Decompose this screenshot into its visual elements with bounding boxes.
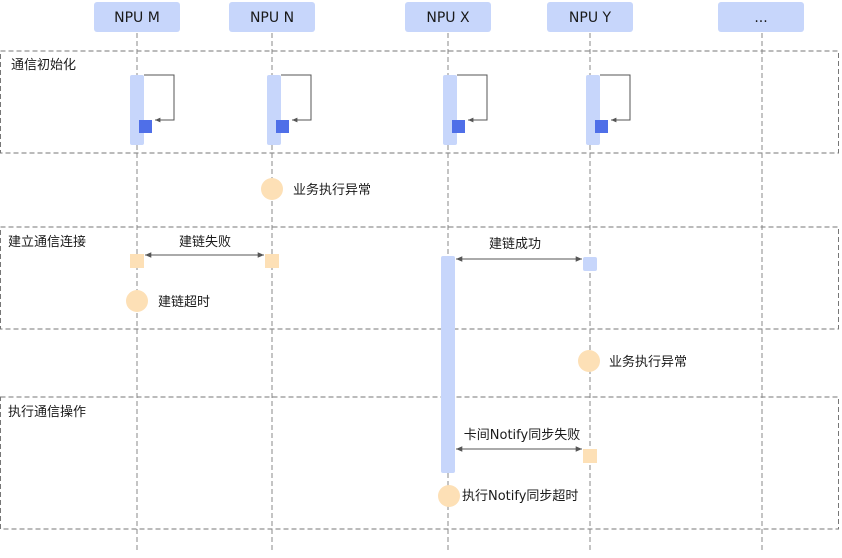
link-fail-square-m (130, 254, 144, 268)
link-success-label: 建链成功 (489, 237, 541, 252)
self-call-marker (139, 120, 152, 133)
link-fail-label: 建链失败 (179, 235, 231, 250)
link-success-square-y (583, 257, 597, 271)
link-timeout-label: 建链超时 (158, 295, 210, 310)
y-exception-label: 业务执行异常 (609, 354, 687, 370)
exception-event-icon (578, 350, 600, 372)
self-call-marker (452, 120, 465, 133)
participant-npu-x-label: NPU X (426, 10, 470, 26)
participant-npu-n: NPU N (229, 2, 315, 32)
participant-npu-y-label: NPU Y (569, 10, 612, 26)
participant-more-label: ... (754, 10, 767, 26)
section-title-connect: 建立通信连接 (8, 234, 86, 250)
section-frame-execute (0, 396, 839, 530)
notify-sync-fail-label: 卡间Notify同步失败 (464, 428, 580, 443)
section-title-init: 通信初始化 (11, 58, 76, 73)
npu-x-long-activation (441, 256, 455, 473)
notify-sync-timeout-label: 执行Notify同步超时 (462, 489, 578, 504)
section-frame-connect (0, 226, 839, 330)
participant-npu-n-label: NPU N (250, 10, 294, 26)
section-frame-init (0, 50, 839, 154)
link-fail-square-n (265, 254, 279, 268)
exception-event-icon (261, 178, 283, 200)
notify-fail-square-y (583, 449, 597, 463)
init-activation-npu-y (586, 74, 631, 145)
participant-npu-m-label: NPU M (114, 10, 160, 26)
participant-npu-x: NPU X (405, 2, 491, 32)
participant-npu-m: NPU M (94, 2, 180, 32)
participant-more: ... (718, 2, 804, 32)
n-exception-label: 业务执行异常 (293, 182, 371, 198)
self-call-marker (595, 120, 608, 133)
init-activation-npu-x (443, 74, 488, 145)
participant-npu-y: NPU Y (547, 2, 633, 32)
timeout-event-icon (126, 290, 148, 312)
timeout-event-icon (438, 485, 460, 507)
init-activation-npu-n (267, 74, 312, 145)
section-title-execute: 执行通信操作 (8, 404, 86, 420)
self-call-marker (276, 120, 289, 133)
init-activation-npu-m (130, 74, 175, 145)
